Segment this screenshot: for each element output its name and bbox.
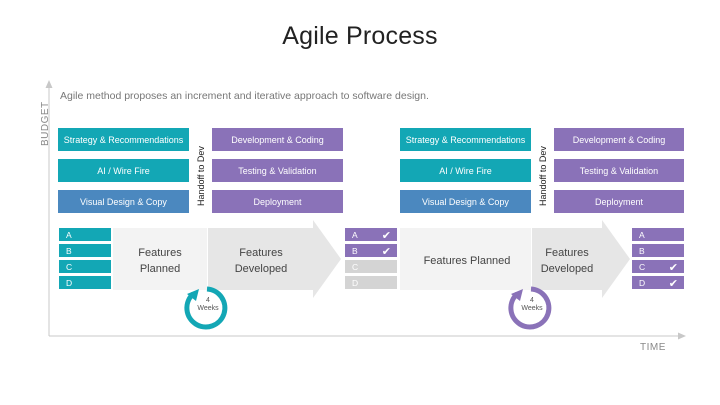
s1-cycle-unit: Weeks (197, 305, 219, 312)
s2-result-a: A (632, 228, 684, 241)
s1-result-c-label: C (352, 261, 359, 272)
s2-testing-box: Testing & Validation (554, 159, 684, 182)
s1-testing-box: Testing & Validation (212, 159, 343, 182)
page-title: Agile Process (282, 22, 438, 50)
s2-result-c-label: C (639, 261, 646, 272)
s1-result-c: C (345, 260, 397, 273)
s2-cycle-icon (508, 286, 552, 330)
s1-result-b: B ✔ (345, 244, 397, 258)
s2-result-a-label: A (639, 229, 645, 240)
check-icon: ✔ (381, 230, 391, 242)
s2-wireframe-box: AI / Wire Fire (400, 159, 531, 182)
check-icon: ✔ (668, 278, 678, 290)
check-icon: ✔ (381, 246, 391, 258)
s2-result-c: C ✔ (632, 260, 684, 274)
s1-backlog-a: A (59, 228, 111, 241)
s1-result-b-label: B (352, 245, 358, 256)
s2-result-d: D ✔ (632, 276, 684, 290)
s2-result-b-label: B (639, 245, 645, 256)
s2-result-b: B (632, 244, 684, 257)
s2-cycle-unit: Weeks (521, 305, 543, 312)
s1-backlog-d: D (59, 276, 111, 289)
s1-backlog-b: B (59, 244, 111, 257)
s2-cycle-number: 4 (530, 297, 534, 304)
s2-deployment-box: Deployment (554, 190, 684, 213)
check-icon: ✔ (668, 262, 678, 274)
s2-features-developed: Features Developed (540, 247, 594, 275)
x-axis-label: TIME (640, 342, 666, 353)
s1-features-developed: Features Developed (234, 247, 288, 275)
s1-visual-design-box: Visual Design & Copy (58, 190, 189, 213)
s2-strategy-box: Strategy & Recommendations (400, 128, 531, 151)
s1-result-a-label: A (352, 229, 358, 240)
s1-strategy-box: Strategy & Recommendations (58, 128, 189, 151)
s2-development-box: Development & Coding (554, 128, 684, 151)
s1-development-box: Development & Coding (212, 128, 343, 151)
subtitle: Agile method proposes an increment and i… (60, 90, 429, 102)
s2-features-planned: Features Planned (423, 255, 511, 267)
s1-wireframe-box: AI / Wire Fire (58, 159, 189, 182)
s2-visual-design-box: Visual Design & Copy (400, 190, 531, 213)
s1-cycle-number: 4 (206, 297, 210, 304)
s1-deployment-box: Deployment (212, 190, 343, 213)
s1-result-d-label: D (352, 277, 359, 288)
s1-cycle-icon (184, 286, 228, 330)
s1-result-d: D (345, 276, 397, 289)
s1-result-a: A ✔ (345, 228, 397, 242)
s1-backlog-c: C (59, 260, 111, 273)
s2-result-d-label: D (639, 277, 646, 288)
s1-features-planned: Features Planned (138, 247, 182, 275)
